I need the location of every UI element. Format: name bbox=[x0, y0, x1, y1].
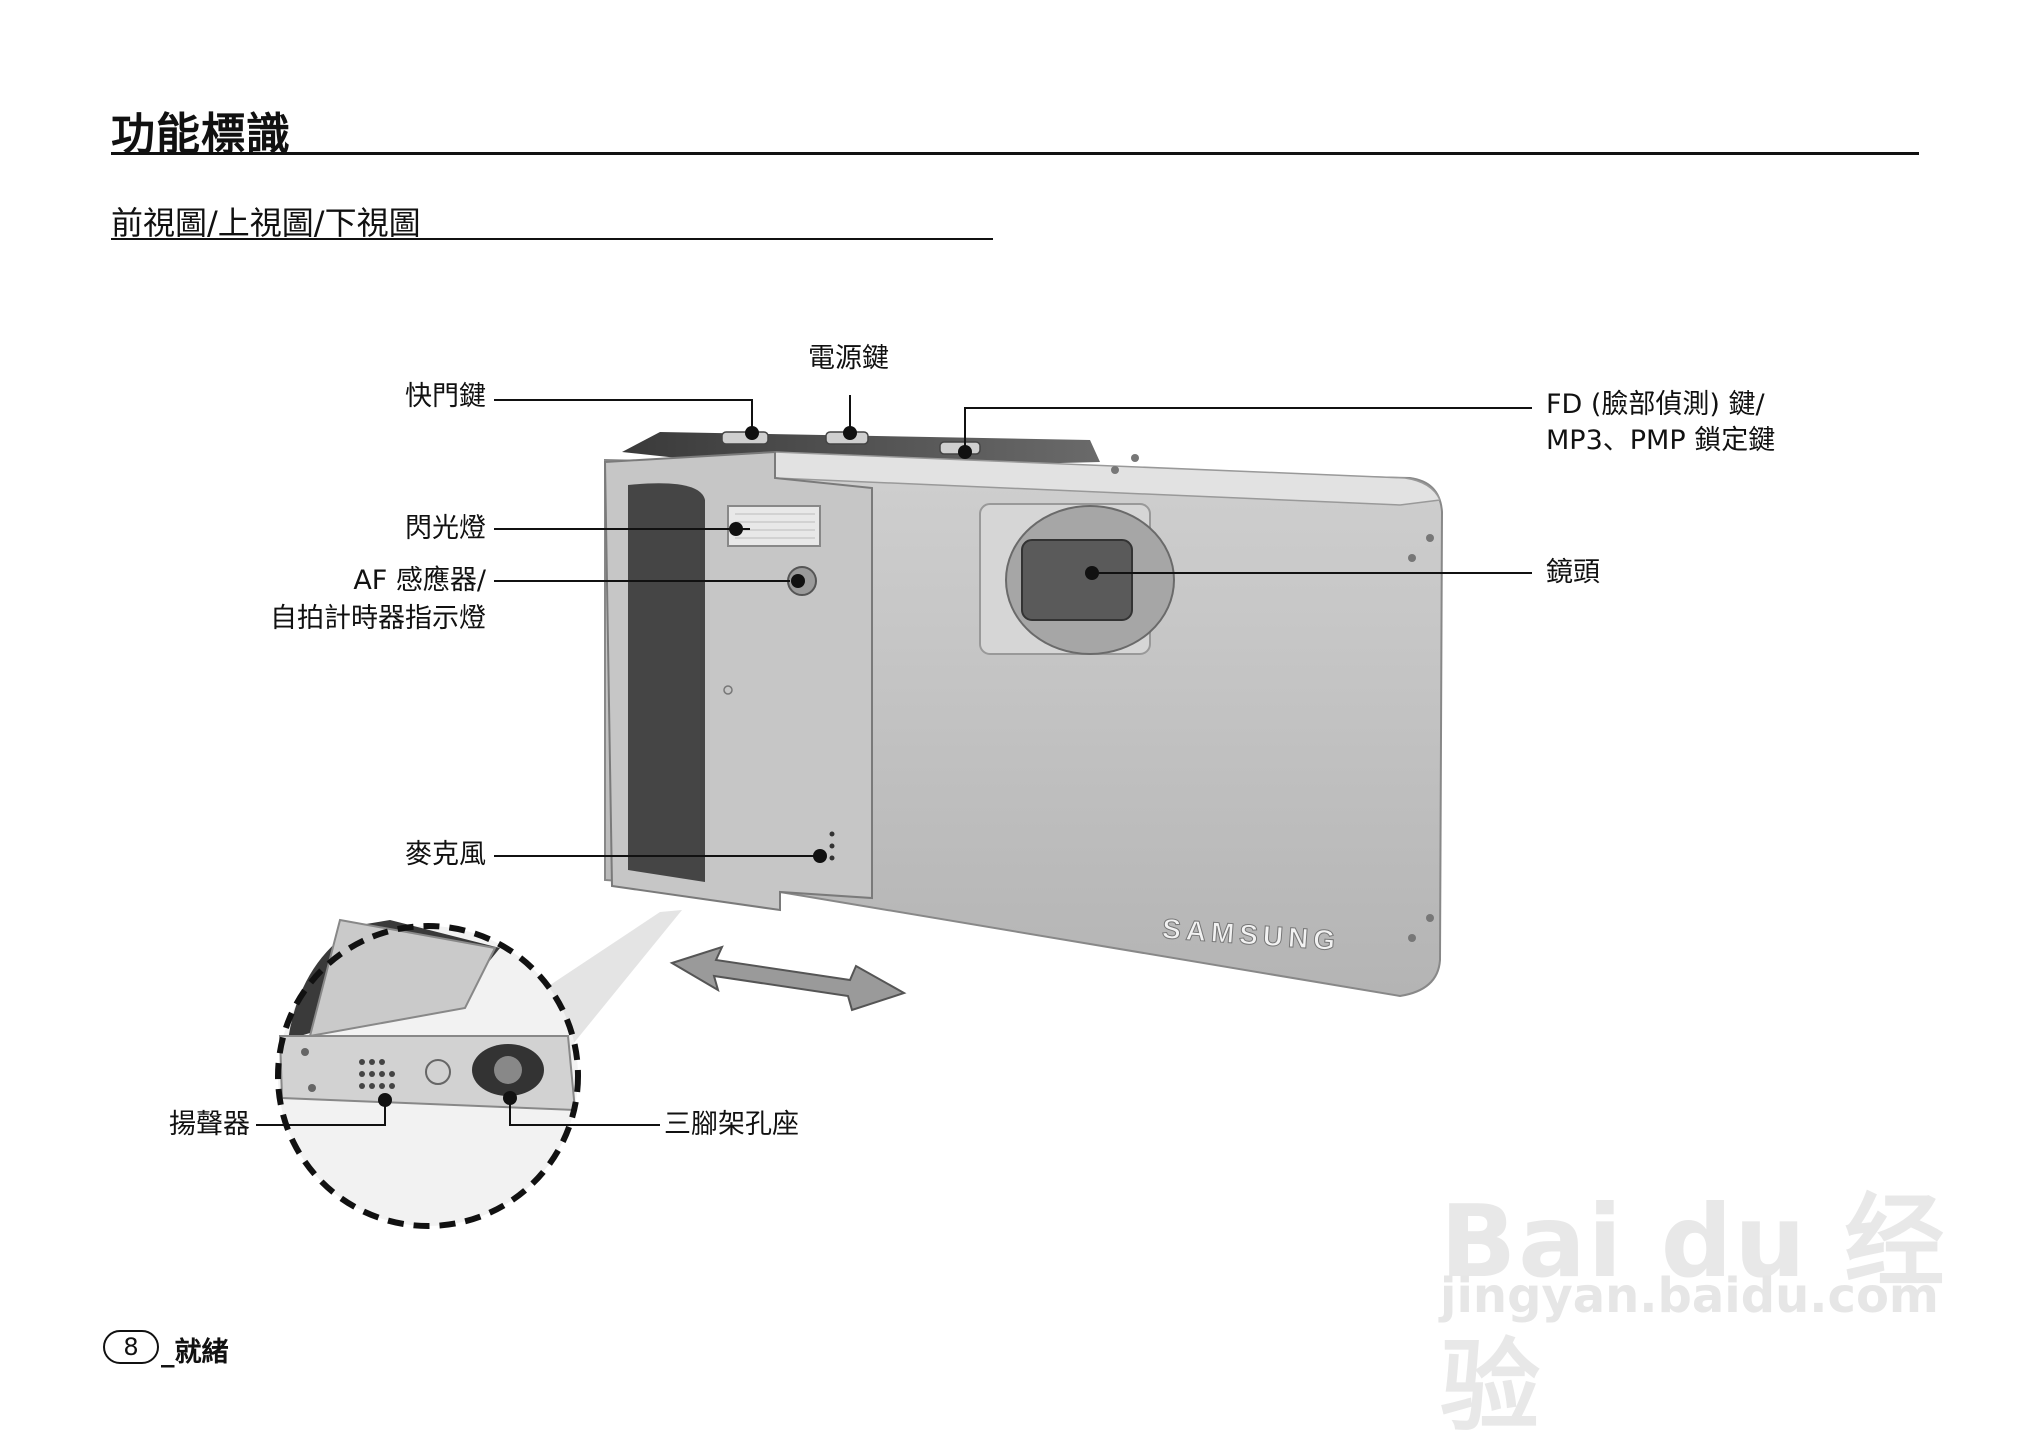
callout-lines bbox=[256, 395, 1532, 1126]
section-title: 前視圖/上視圖/下視圖 bbox=[111, 204, 421, 242]
label-af-line1: AF 感應器/ bbox=[353, 565, 486, 596]
watermark-url: jingyan.baidu.com bbox=[1440, 1268, 1939, 1324]
page-number: 8 bbox=[103, 1330, 159, 1364]
camera-diagram: SAMSUNG bbox=[256, 395, 1532, 1229]
title-divider bbox=[111, 152, 1919, 155]
label-fd-line1: FD (臉部偵測) 鍵/ bbox=[1546, 389, 1765, 420]
label-shutter: 快門鍵 bbox=[405, 381, 486, 412]
callout-dots bbox=[378, 426, 1099, 1107]
slide-arrow bbox=[669, 945, 907, 1012]
label-tripod: 三腳架孔座 bbox=[664, 1109, 799, 1140]
label-lens: 鏡頭 bbox=[1546, 557, 1600, 588]
label-power: 電源鍵 bbox=[808, 343, 889, 374]
bottom-view-inset bbox=[275, 918, 581, 1229]
mic-holes bbox=[829, 831, 835, 861]
flash-window bbox=[727, 505, 821, 547]
section-divider bbox=[111, 238, 993, 240]
label-af-line2: 自拍計時器指示燈 bbox=[270, 603, 486, 634]
cover-dot bbox=[723, 685, 733, 695]
label-mic: 麥克風 bbox=[405, 839, 486, 870]
lens-glass bbox=[1021, 539, 1133, 621]
shutter-button-shape bbox=[721, 431, 769, 445]
footer-section: _就緒 bbox=[161, 1337, 229, 1368]
page-title: 功能標識 bbox=[111, 109, 291, 160]
flash-texture bbox=[735, 513, 815, 539]
label-speaker: 揚聲器 bbox=[169, 1109, 250, 1140]
label-flash: 閃光燈 bbox=[405, 513, 486, 544]
screws bbox=[1111, 454, 1434, 942]
label-fd-line2: MP3、PMP 鎖定鍵 bbox=[1546, 425, 1776, 456]
